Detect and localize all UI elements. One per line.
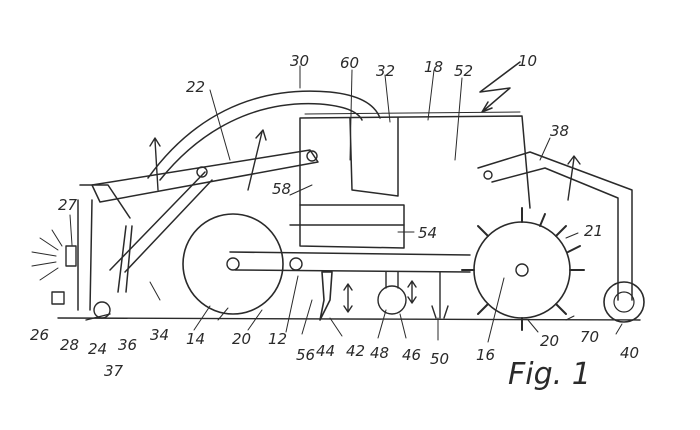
housing-top-double xyxy=(305,112,520,114)
label-38: 38 xyxy=(550,122,569,140)
tine-50 xyxy=(432,272,448,318)
label-30: 30 xyxy=(290,52,309,70)
label-10: 10 xyxy=(518,52,537,70)
label-56: 56 xyxy=(296,346,315,364)
label-28: 28 xyxy=(60,336,79,354)
coulter-42 xyxy=(320,272,332,320)
label-14: 14 xyxy=(186,330,205,348)
label-34: 34 xyxy=(150,326,169,344)
label-36: 36 xyxy=(118,336,137,354)
lightning-arrow-10 xyxy=(480,62,520,112)
label-24: 24 xyxy=(88,340,107,358)
label-70: 70 xyxy=(580,328,599,346)
label-44: 44 xyxy=(316,342,335,360)
hub-12 xyxy=(290,258,302,270)
rear-axle xyxy=(516,264,528,276)
label-52: 52 xyxy=(454,62,473,80)
drawbar xyxy=(230,252,470,272)
label-42: 42 xyxy=(346,342,365,360)
light-rays xyxy=(32,230,62,280)
label-22: 22 xyxy=(186,78,205,96)
label-40: 40 xyxy=(620,344,639,362)
label-20-rear: 20 xyxy=(540,332,559,350)
front-axle xyxy=(227,258,239,270)
label-37: 37 xyxy=(104,362,124,380)
label-12: 12 xyxy=(268,330,287,348)
front-wheel xyxy=(183,214,283,314)
label-21: 21 xyxy=(584,222,603,240)
label-20-front: 20 xyxy=(232,330,251,348)
roller-40-inner xyxy=(614,292,634,312)
label-58: 58 xyxy=(272,180,291,198)
figure-caption: Fig. 1 xyxy=(508,357,591,392)
leader-lines xyxy=(70,66,622,342)
label-46: 46 xyxy=(402,346,421,364)
front-upright xyxy=(78,185,130,310)
label-18: 18 xyxy=(424,58,443,76)
motion-arrows xyxy=(150,130,580,312)
label-32: 32 xyxy=(376,62,395,80)
label-26: 26 xyxy=(30,326,49,344)
drawbar-rear xyxy=(300,205,404,248)
label-16: 16 xyxy=(476,346,495,364)
label-50: 50 xyxy=(430,350,449,368)
container-32 xyxy=(350,118,398,196)
lamp-27 xyxy=(66,246,76,266)
roller-40 xyxy=(604,282,644,322)
pivot-38 xyxy=(484,171,492,179)
label-54: 54 xyxy=(418,224,437,242)
press-wheel-46 xyxy=(378,286,406,314)
label-60: 60 xyxy=(340,54,359,72)
sensor-26 xyxy=(52,292,64,304)
label-48: 48 xyxy=(370,344,389,362)
ground-line xyxy=(58,318,640,320)
rear-wheel-spikes xyxy=(462,208,584,330)
link-arm-34 xyxy=(110,172,212,272)
label-27: 27 xyxy=(58,196,78,214)
